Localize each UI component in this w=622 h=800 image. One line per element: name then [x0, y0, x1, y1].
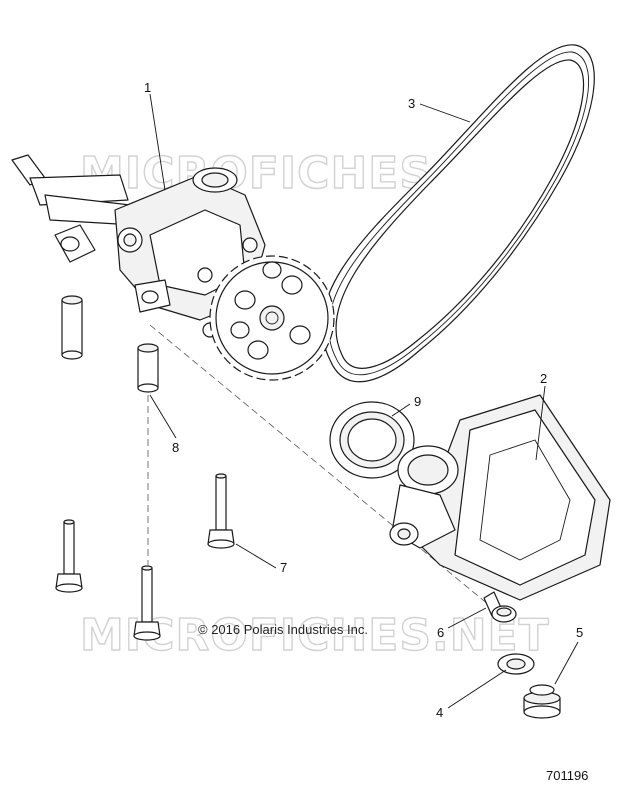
- leader-6: [447, 607, 487, 629]
- leader-2: [535, 385, 546, 461]
- seal-ring: [329, 401, 415, 479]
- callout-2: 2: [540, 371, 547, 386]
- callout-7: 7: [280, 560, 287, 575]
- copyright-notice: © 2016 Polaris Industries Inc.: [198, 622, 368, 637]
- oil-pump: [11, 154, 266, 338]
- leader-8: [149, 394, 177, 439]
- leader-3: [419, 103, 471, 123]
- bolt-upper-right: [207, 473, 235, 549]
- pump-sprocket: [209, 255, 335, 381]
- callout-8: 8: [172, 440, 179, 455]
- dowel-pin-lower: [137, 343, 159, 393]
- dowel-pin-upper: [61, 295, 83, 360]
- washer: [497, 653, 535, 675]
- leader-9: [391, 403, 411, 417]
- callout-4: 4: [436, 705, 443, 720]
- bolt-left: [55, 519, 83, 593]
- diagram-number: 701196: [546, 768, 588, 783]
- callout-3: 3: [408, 96, 415, 111]
- leader-5: [554, 641, 579, 685]
- oil-strainer: [389, 394, 611, 601]
- alignment-line: [149, 324, 496, 611]
- bolt-lower-center: [133, 565, 161, 641]
- screw: [483, 591, 517, 623]
- drain-plug: [523, 684, 561, 719]
- leader-1: [149, 93, 166, 191]
- drive-belt: [321, 44, 595, 383]
- leader-7: [235, 543, 277, 569]
- callout-1: 1: [144, 80, 151, 95]
- callout-9: 9: [414, 394, 421, 409]
- leader-4: [447, 669, 507, 709]
- callout-6: 6: [437, 625, 444, 640]
- callout-5: 5: [576, 625, 583, 640]
